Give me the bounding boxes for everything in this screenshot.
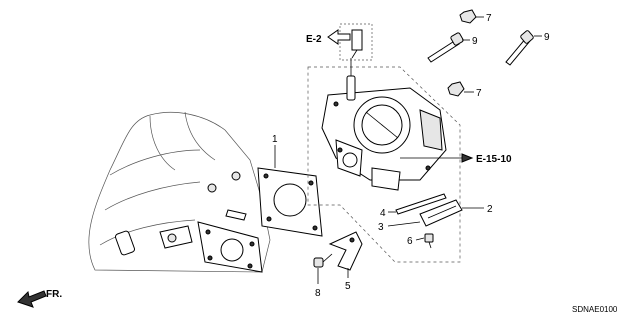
nut-7-mid: 7 — [447, 81, 482, 99]
throttle-body-gasket: 1 — [257, 134, 323, 237]
callout-7-mid: 7 — [476, 88, 482, 99]
bolt-9-left: 9 — [427, 32, 478, 63]
ref-e1510-label: E-15-10 — [476, 154, 512, 165]
callout-3: 3 — [378, 222, 384, 233]
callout-9-right: 9 — [544, 32, 550, 43]
bracket-5: 5 — [328, 231, 363, 292]
callout-2-leader: 2 — [462, 204, 493, 215]
front-direction-arrow: FR. — [17, 289, 62, 308]
callout-8: 8 — [315, 288, 321, 299]
callout-5: 5 — [345, 281, 351, 292]
part-3: 3 — [378, 199, 463, 233]
throttle-body — [321, 58, 447, 191]
callout-6: 6 — [407, 236, 413, 247]
assembly-outline — [307, 66, 461, 263]
ref-e2-label: E-2 — [306, 34, 322, 45]
connector-hose — [339, 23, 373, 61]
nut-7-top: 7 — [459, 9, 492, 24]
ref-arrow-e2: E-2 — [306, 29, 351, 45]
callout-2: 2 — [487, 204, 493, 215]
callout-9-left: 9 — [472, 36, 478, 47]
diagram-code: SDNAE0100 — [572, 305, 618, 314]
bolt-8: 8 — [313, 253, 333, 299]
bolt-9-right: 9 — [505, 30, 550, 66]
ref-arrow-e1510: E-15-10 — [400, 153, 512, 165]
callout-4: 4 — [380, 208, 386, 219]
screw-6: 6 — [407, 233, 434, 249]
direction-label: FR. — [46, 289, 62, 300]
callout-1: 1 — [272, 134, 278, 145]
intake-manifold — [88, 111, 271, 273]
part-4: 4 — [380, 193, 447, 219]
callout-7-top: 7 — [486, 13, 492, 24]
